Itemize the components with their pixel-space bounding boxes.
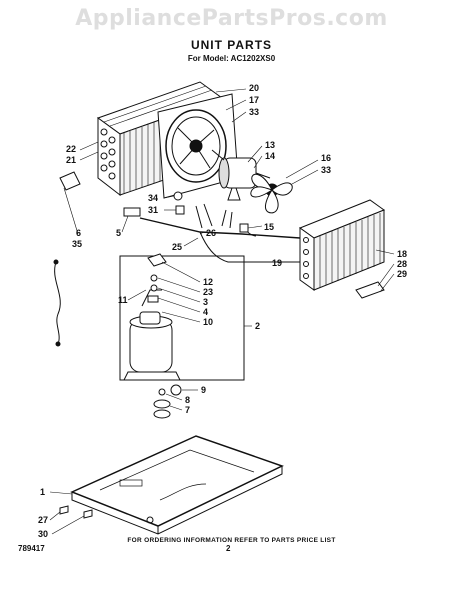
callout-label: 15	[264, 222, 274, 232]
callout-label: 9	[201, 385, 206, 395]
compressor-mounts	[153, 384, 182, 419]
evaporator-bracket	[355, 281, 385, 299]
callout-label: 17	[249, 95, 259, 105]
callout-label: 8	[185, 395, 190, 405]
callout-label: 33	[321, 165, 331, 175]
terminal-cover	[147, 253, 167, 303]
callout-label: 10	[203, 317, 213, 327]
callout-label: 7	[185, 405, 190, 415]
leader-lines	[49, 88, 395, 535]
model-subtitle: For Model: AC1202XS0	[187, 54, 276, 63]
compressor-group-box	[119, 255, 245, 381]
callout-label: 3	[203, 297, 208, 307]
small-fittings	[173, 191, 233, 229]
callout-label: 33	[249, 107, 259, 117]
callout-label: 26	[206, 228, 216, 238]
callout-label: 34	[148, 193, 158, 203]
callout-label: 20	[249, 83, 259, 93]
callout-label: 19	[272, 258, 282, 268]
callout-label: 16	[321, 153, 331, 163]
callout-label: 29	[397, 269, 407, 279]
evaporator-coil	[298, 199, 386, 291]
page-number: 2	[226, 544, 231, 553]
screws	[59, 505, 93, 519]
callout-label: 35	[72, 239, 82, 249]
callout-label: 1	[40, 487, 45, 497]
refrigerant-tubing	[139, 217, 301, 263]
callout-label: 13	[265, 140, 275, 150]
callout-label: 5	[116, 228, 121, 238]
callout-label: 2	[255, 321, 260, 331]
callout-label: 30	[38, 529, 48, 539]
callout-label: 11	[118, 295, 128, 305]
callout-label: 6	[76, 228, 81, 238]
callout-label: 27	[38, 515, 48, 525]
base-pan	[70, 435, 284, 535]
fan-shroud	[157, 93, 239, 199]
callout-label: 21	[66, 155, 76, 165]
callout-label: 23	[203, 287, 213, 297]
callout-label: 4	[203, 307, 208, 317]
callout-label: 28	[397, 259, 407, 269]
ordering-note: FOR ORDERING INFORMATION REFER TO PARTS …	[127, 537, 336, 544]
drawing-code: 789417	[18, 544, 45, 553]
fan-motor	[211, 149, 271, 201]
watermark: AppliancePartsPros.com	[75, 6, 388, 31]
callout-label: 31	[148, 205, 158, 215]
callout-label: 22	[66, 144, 76, 154]
compressor	[123, 289, 181, 381]
capillary-assembly	[53, 171, 141, 347]
callout-label: 12	[203, 277, 213, 287]
callout-label: 18	[397, 249, 407, 259]
fan-blade	[250, 173, 293, 214]
diagram-title: UNIT PARTS	[190, 38, 273, 52]
callout-label: 25	[172, 242, 182, 252]
callout-label: 14	[265, 151, 275, 161]
